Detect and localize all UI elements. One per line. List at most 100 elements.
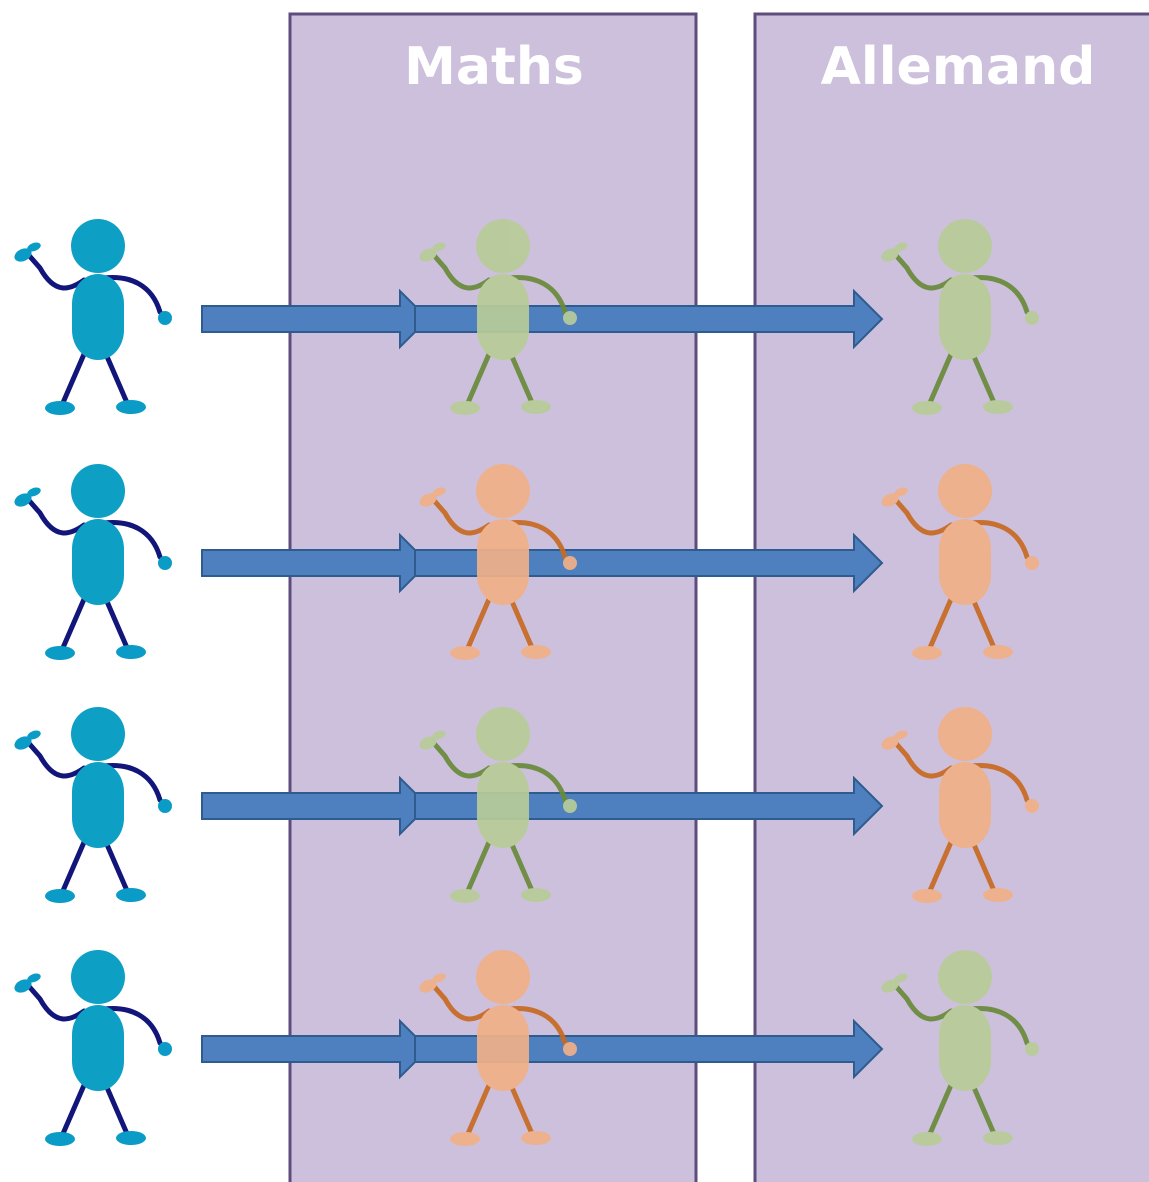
figure-hand-left (14, 979, 32, 993)
figure-foot-right (983, 888, 1013, 902)
figure-arm-down (101, 274, 163, 315)
figure-hand-left (419, 736, 437, 750)
figure-arm-down (506, 1005, 568, 1046)
figure-head (71, 707, 125, 761)
figure-thumb (894, 973, 908, 983)
student-rows (14, 219, 1039, 1146)
figure-arm-down (506, 762, 568, 803)
figure-thumb (27, 730, 41, 740)
figure-foot-left (45, 401, 75, 415)
figure-body (477, 1005, 529, 1091)
figure-head (476, 219, 530, 273)
figure-thumb (432, 973, 446, 983)
figure-hand-right (563, 311, 577, 325)
student-after-maths-4 (419, 950, 577, 1146)
figure-thumb (432, 730, 446, 740)
figure-head (938, 219, 992, 273)
student-start-3 (14, 707, 172, 903)
figure-foot-left (912, 646, 942, 660)
figure-hand-right (158, 556, 172, 570)
figure-foot-right (116, 400, 146, 414)
figure-foot-right (983, 645, 1013, 659)
figure-foot-right (983, 400, 1013, 414)
figure-head (938, 464, 992, 518)
figure-thumb (432, 487, 446, 497)
figure-foot-right (116, 645, 146, 659)
figure-body (72, 274, 124, 360)
figure-hand-right (158, 799, 172, 813)
student-after-maths-3 (419, 707, 577, 903)
figure-hand-left (881, 979, 899, 993)
student-after-allemand-4 (881, 950, 1039, 1146)
figure-body (477, 274, 529, 360)
student-start-2 (14, 464, 172, 660)
figure-thumb (894, 242, 908, 252)
figure-arm-down (101, 1005, 163, 1046)
figure-arm-down (101, 762, 163, 803)
figure-hand-left (881, 493, 899, 507)
figure-arm-down (506, 519, 568, 560)
figure-hand-right (158, 311, 172, 325)
figure-body (72, 519, 124, 605)
figure-head (938, 950, 992, 1004)
figure-body (939, 519, 991, 605)
figure-foot-left (450, 889, 480, 903)
figure-hand-right (1025, 799, 1039, 813)
figure-hand-right (1025, 1042, 1039, 1056)
figure-body (72, 762, 124, 848)
figure-hand-left (419, 979, 437, 993)
figure-hand-right (158, 1042, 172, 1056)
figure-foot-left (912, 401, 942, 415)
figure-body (939, 762, 991, 848)
student-after-allemand-2 (881, 464, 1039, 660)
figure-foot-right (521, 400, 551, 414)
figure-head (476, 464, 530, 518)
figure-arm-down (506, 274, 568, 315)
figure-hand-left (14, 493, 32, 507)
figure-foot-left (912, 889, 942, 903)
student-start-4 (14, 950, 172, 1146)
figure-thumb (27, 487, 41, 497)
figure-body (72, 1005, 124, 1091)
student-after-maths-2 (419, 464, 577, 660)
figure-head (71, 950, 125, 1004)
figure-arm-down (101, 519, 163, 560)
student-after-allemand-3 (881, 707, 1039, 903)
figure-arm-down (968, 1005, 1030, 1046)
figure-arm-down (968, 762, 1030, 803)
student-after-maths-1 (419, 219, 577, 415)
figure-hand-right (563, 799, 577, 813)
figure-arm-down (968, 274, 1030, 315)
figure-hand-right (563, 1042, 577, 1056)
figure-hand-left (419, 493, 437, 507)
figure-hand-left (14, 736, 32, 750)
figure-body (477, 762, 529, 848)
figure-foot-left (45, 646, 75, 660)
figure-thumb (894, 730, 908, 740)
figure-body (477, 519, 529, 605)
figure-foot-right (983, 1131, 1013, 1145)
figure-head (71, 219, 125, 273)
column-title-allemand: Allemand (821, 37, 1096, 97)
figure-body (939, 274, 991, 360)
figure-foot-right (521, 1131, 551, 1145)
column-title-maths: Maths (404, 37, 584, 97)
figure-foot-left (450, 401, 480, 415)
figure-head (938, 707, 992, 761)
figure-head (476, 950, 530, 1004)
figure-foot-left (45, 889, 75, 903)
figure-thumb (894, 487, 908, 497)
figure-foot-left (912, 1132, 942, 1146)
figure-foot-left (450, 1132, 480, 1146)
figure-hand-right (563, 556, 577, 570)
figure-foot-left (45, 1132, 75, 1146)
figure-arm-down (968, 519, 1030, 560)
figure-head (476, 707, 530, 761)
figure-hand-left (881, 248, 899, 262)
figure-thumb (27, 973, 41, 983)
figure-head (71, 464, 125, 518)
figure-foot-right (116, 888, 146, 902)
figure-foot-right (521, 888, 551, 902)
figure-thumb (27, 242, 41, 252)
figure-hand-left (419, 248, 437, 262)
